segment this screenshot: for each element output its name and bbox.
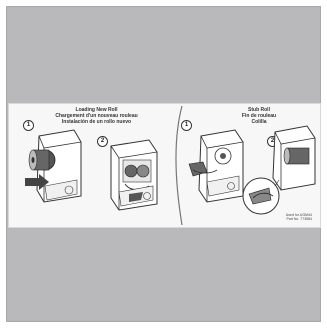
dispenser-step1-illustration (19, 126, 89, 206)
part-number-line2: Part No. 773584 (286, 217, 312, 221)
left-panel-title: Loading New Roll Chargement d'un nouveau… (49, 107, 144, 125)
part-number: Used for UGM44 Part No. 773584 (286, 213, 312, 221)
stub-roll-step2-illustration (231, 122, 317, 222)
left-title-es: Instalación de un rollo nuevo (49, 119, 144, 125)
dispenser-step2-illustration (99, 134, 169, 214)
instruction-label: Loading New Roll Chargement d'un nouveau… (8, 103, 321, 228)
